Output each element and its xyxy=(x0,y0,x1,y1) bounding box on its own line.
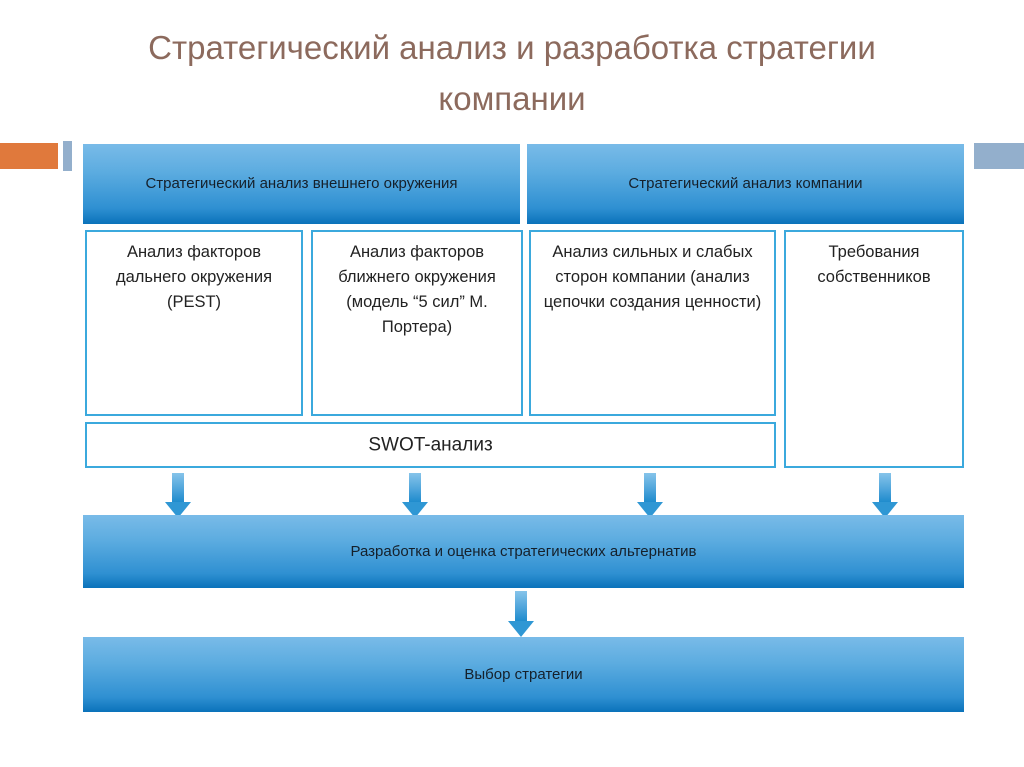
page-title: Стратегический анализ и разработка страт… xyxy=(148,29,876,117)
strategy-choice-bar[interactable]: Выбор стратегии xyxy=(83,637,964,712)
analysis-box-owner-requirements-label: Требования собственников xyxy=(817,243,931,286)
swot-analysis-box-label: SWOT-анализ xyxy=(368,434,493,456)
arrow-down-icon-4 xyxy=(872,473,898,518)
arrow-down-icon-1 xyxy=(165,473,191,518)
analysis-box-swot-strengths-weaknesses-label: Анализ сильных и слабых сторон компании … xyxy=(543,243,762,311)
analysis-box-five-forces-label: Анализ факторов ближнего окружения (моде… xyxy=(338,243,496,336)
decor-left-accent-bar xyxy=(63,141,72,171)
strategy-choice-bar-label: Выбор стратегии xyxy=(464,665,583,683)
header-box-company-analysis-label: Стратегический анализ компании xyxy=(628,175,863,192)
arrow-down-icon-3 xyxy=(637,473,663,518)
decor-orange-bar xyxy=(0,143,58,169)
alternatives-bar[interactable]: Разработка и оценка стратегических альте… xyxy=(83,515,964,588)
decor-right-accent-bar xyxy=(974,143,1024,169)
header-box-external-analysis[interactable]: Стратегический анализ внешнего окружения xyxy=(83,144,520,224)
analysis-box-owner-requirements[interactable]: Требования собственников xyxy=(784,230,964,468)
header-box-company-analysis[interactable]: Стратегический анализ компании xyxy=(527,144,964,224)
header-box-external-analysis-label: Стратегический анализ внешнего окружения xyxy=(145,175,458,192)
arrow-down-icon-2 xyxy=(402,473,428,518)
analysis-box-pest[interactable]: Анализ факторов дальнего окружения (PEST… xyxy=(85,230,303,416)
alternatives-bar-label: Разработка и оценка стратегических альте… xyxy=(350,542,697,560)
swot-analysis-box[interactable]: SWOT-анализ xyxy=(85,422,776,468)
analysis-box-pest-label: Анализ факторов дальнего окружения (PEST… xyxy=(115,243,273,311)
analysis-box-five-forces[interactable]: Анализ факторов ближнего окружения (моде… xyxy=(311,230,523,416)
analysis-box-swot-strengths-weaknesses[interactable]: Анализ сильных и слабых сторон компании … xyxy=(529,230,776,416)
arrow-down-icon-center xyxy=(508,591,534,637)
